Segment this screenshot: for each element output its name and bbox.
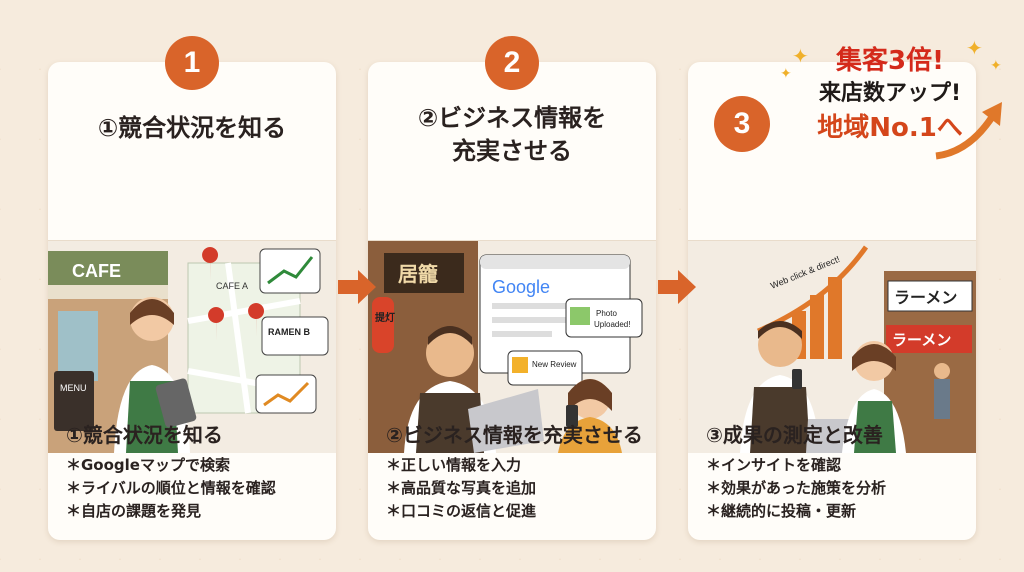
- card-title-line-1: ②ビジネス情報を: [417, 104, 607, 132]
- laptop-icon: [468, 389, 544, 453]
- photo-icon: [570, 307, 590, 325]
- sparkle-icon: ✦: [780, 66, 792, 82]
- trend-chart-icon: [267, 256, 314, 285]
- list-item: ＊正しい情報を入力: [386, 456, 522, 474]
- card-title: ②ビジネス情報を 充実させる: [368, 102, 656, 168]
- sparkle-icon: ✦: [792, 44, 809, 68]
- trend-chart-icon: [263, 381, 310, 407]
- card-title: ①競合状況を知る: [97, 114, 287, 142]
- headline-line-1: 集客3倍!: [836, 46, 944, 76]
- map-pin-icon: [208, 307, 225, 341]
- step-number-badge-2: 2: [485, 36, 539, 90]
- google-logo: Google: [492, 277, 550, 297]
- menu-board: MENU: [60, 383, 87, 393]
- list-item: ＊効果があった施策を分析: [706, 479, 887, 497]
- list-item: ＊継続的に投稿・更新: [706, 502, 857, 520]
- step-number-badge-3: 3: [714, 96, 770, 152]
- arrow-right-icon: [658, 270, 696, 304]
- map-pin-icon: [248, 303, 265, 337]
- headline-line-2: 来店数アップ!: [818, 81, 962, 106]
- map-label-b: RAMEN B: [268, 327, 310, 337]
- scene-illustration-cafe: CAFE MENU CAFE A RAMEN B: [48, 240, 336, 453]
- step-details: ③成果の測定と改善 ＊インサイトを確認 ＊効果があった施策を分析 ＊継続的に投稿…: [706, 419, 968, 523]
- result-headline: 集客3倍! 来店数アップ! 地域No.1へ: [790, 44, 990, 146]
- step-list: ＊Googleマップで検索 ＊ライバルの順位と情報を確認 ＊自店の課題を発見: [66, 454, 328, 523]
- arrow-right-icon: [338, 270, 376, 304]
- list-item: ＊ライバルの順位と情報を確認: [66, 479, 276, 497]
- step-list: ＊インサイトを確認 ＊効果があった施策を分析 ＊継続的に投稿・更新: [706, 454, 968, 523]
- step-number-badge-1: 1: [165, 36, 219, 90]
- photo-label-line-2: Uploaded!: [594, 320, 630, 329]
- step-title: ①競合状況を知る: [66, 423, 223, 447]
- step-details: ①競合状況を知る ＊Googleマップで検索 ＊ライバルの順位と情報を確認 ＊自…: [66, 419, 328, 523]
- ramen-banner: ラーメン: [892, 331, 951, 349]
- scene-illustration-ramen: ラーメン ラーメン Web click & direct!: [688, 240, 976, 453]
- izakaya-sign: 居籠: [398, 262, 438, 286]
- growth-arrow-icon: [935, 102, 1002, 160]
- list-item: ＊自店の課題を発見: [66, 502, 202, 520]
- step-list: ＊正しい情報を入力 ＊高品質な写真を追加 ＊口コミの返信と促進: [386, 454, 648, 523]
- ramen-sign: ラーメン: [894, 288, 957, 307]
- list-item: ＊Googleマップで検索: [66, 456, 230, 474]
- card-title-line-2: 充実させる: [452, 137, 572, 165]
- cafe-sign: CAFE: [72, 261, 121, 281]
- step-card-1: ①競合状況を知る CAFE MENU CAFE A RAMEN B: [48, 62, 336, 540]
- sparkle-icon: ✦: [990, 58, 1002, 74]
- map-label-a: CAFE A: [216, 281, 248, 291]
- smartphone-icon: [566, 405, 578, 427]
- list-item: ＊口コミの返信と促進: [386, 502, 537, 520]
- sparkle-icon: ✦: [966, 36, 983, 60]
- headline-line-3: 地域No.1へ: [817, 113, 963, 143]
- thumbs-up-icon: [512, 357, 528, 373]
- step-card-2: ②ビジネス情報を 充実させる 居籠 提灯 Google Photo Upload…: [368, 62, 656, 540]
- smartphone-icon: [792, 369, 802, 389]
- scene-illustration-izakaya: 居籠 提灯 Google Photo Uploaded! New Review: [368, 240, 656, 453]
- list-item: ＊高品質な写真を追加: [386, 479, 537, 497]
- review-label: New Review: [532, 360, 577, 369]
- map-pin-icon: [202, 247, 219, 281]
- step-details: ②ビジネス情報を充実させる ＊正しい情報を入力 ＊高品質な写真を追加 ＊口コミの…: [386, 419, 648, 523]
- step-title: ②ビジネス情報を充実させる: [386, 423, 643, 447]
- photo-label-line-1: Photo: [596, 309, 617, 318]
- lantern-text: 提灯: [375, 311, 395, 324]
- list-item: ＊インサイトを確認: [706, 456, 842, 474]
- step-title: ③成果の測定と改善: [706, 423, 883, 447]
